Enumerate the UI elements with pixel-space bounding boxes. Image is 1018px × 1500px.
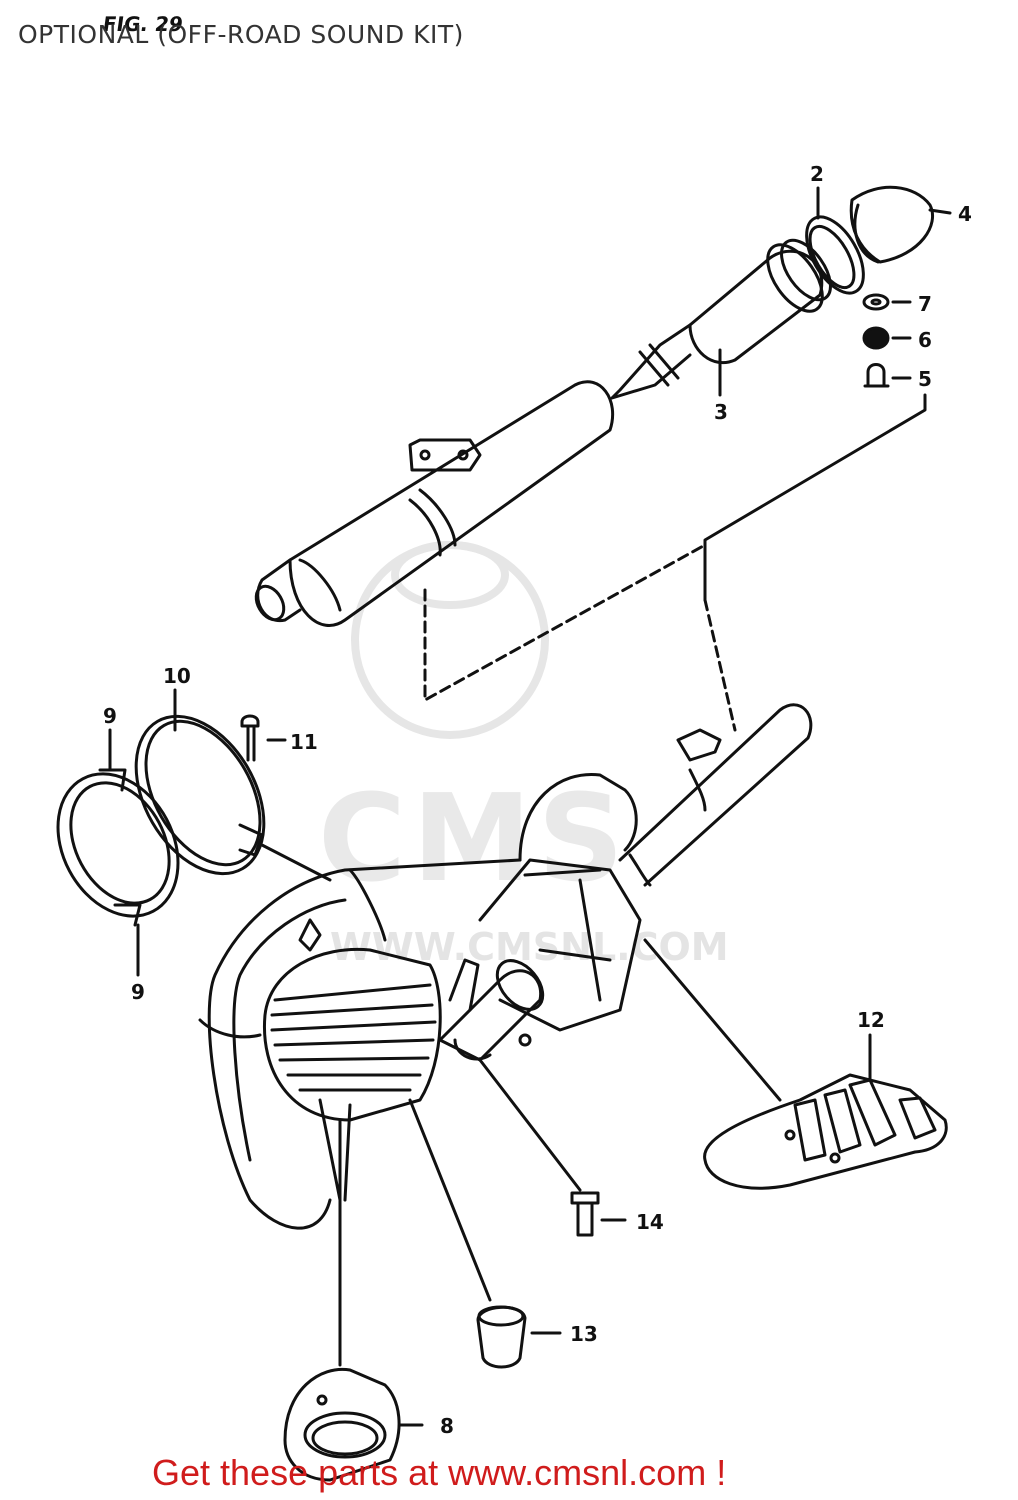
part-13-rubber-cap (408, 1098, 562, 1369)
part-4-end-cap (849, 185, 952, 264)
callout-11: 11 (290, 730, 318, 754)
part-7-washer (862, 293, 912, 311)
part-9-exhaust-gasket (56, 728, 180, 977)
callout-2: 2 (810, 162, 824, 186)
silencer (254, 380, 615, 627)
callout-12: 12 (857, 1008, 885, 1032)
callout-10: 10 (163, 664, 191, 688)
air-box (478, 858, 642, 1047)
callout-5: 5 (918, 367, 932, 391)
part-14-bolt (478, 1058, 627, 1237)
callout-8: 8 (440, 1414, 454, 1438)
part-10-band-clamp (134, 688, 332, 882)
callout-4: 4 (958, 202, 972, 226)
callout-6: 6 (918, 328, 932, 352)
part-12-skid-plate (643, 938, 948, 1190)
callout-13: 13 (570, 1322, 598, 1346)
leader-silencer-to-pipe (423, 543, 737, 732)
carburetor (438, 958, 545, 1062)
leader-5-bracket (703, 393, 927, 602)
watermark-mascot (351, 541, 549, 739)
part-3-spark-arrester (610, 238, 832, 400)
watermark-brand: CMS (318, 770, 630, 909)
engine-cylinder (262, 947, 442, 1202)
callout-9-top: 9 (103, 704, 117, 728)
callout-3: 3 (714, 400, 728, 424)
expansion-chamber (198, 703, 813, 1230)
callout-9-bottom: 9 (131, 980, 145, 1004)
part-8-exhaust-flange (283, 1118, 424, 1482)
page-title: OPTIONAL (OFF-ROAD SOUND KIT) (18, 20, 464, 49)
footer-cta-text: Get these parts at www.cmsnl.com ! (152, 1452, 727, 1493)
callout-7: 7 (918, 292, 932, 316)
part-11-bolt (240, 714, 287, 762)
part-5-bolt (863, 363, 912, 388)
part-6-nut (862, 326, 890, 350)
callout-14: 14 (636, 1210, 664, 1234)
